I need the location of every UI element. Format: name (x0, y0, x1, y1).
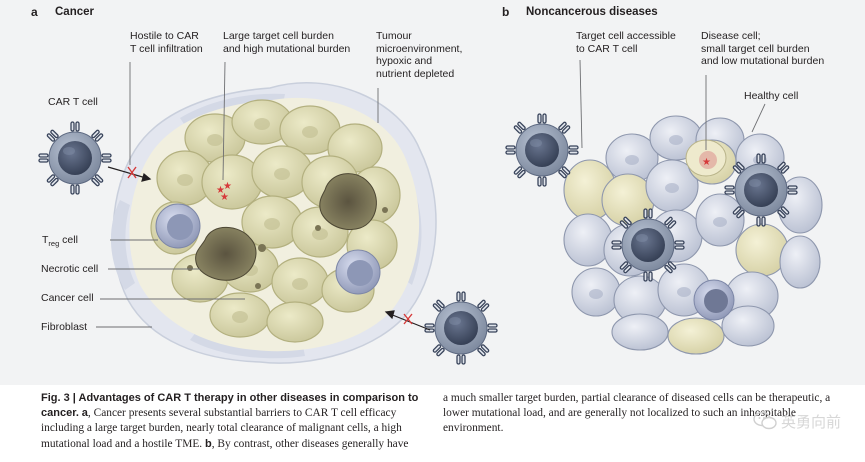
treg-cell (335, 249, 381, 295)
label-treg-cell: Treg cell (42, 234, 78, 251)
figure-illustration: ★★★ (38, 59, 823, 365)
panel-b-title: Noncancerous diseases (526, 6, 658, 18)
label-car-t-cell: CAR T cell (48, 96, 98, 108)
figure-caption-right: a much smaller target burden, partial cl… (443, 392, 831, 435)
label-disease-line-2: small target cell burden (701, 42, 810, 55)
svg-text:★: ★ (223, 181, 232, 192)
leader-lines (96, 61, 379, 328)
label-necrotic-cell: Necrotic cell (41, 263, 99, 275)
caption-a-text: , Cancer presents several substantial ba… (41, 407, 402, 450)
mutation-stars: ★★★ (216, 181, 232, 203)
car-t-cell (424, 291, 498, 365)
label-fibroblast: Fibroblast (41, 321, 88, 333)
label-burden-line-1: Large target cell burden (223, 30, 334, 42)
label-hostile: Hostile to CAR T cell infiltration (130, 30, 203, 55)
panel-a-artwork: ★★★ (38, 61, 498, 365)
disease-cell: ★ (685, 139, 727, 177)
label-tme-line-4: nutrient depleted (376, 67, 455, 80)
treg-cell (155, 203, 201, 249)
watermark-text: 英勇向前 (781, 412, 842, 431)
label-burden-line-2: and high mutational burden (223, 42, 351, 55)
label-disease-line-1: Disease cell; (701, 30, 761, 42)
caption-b-text: , By contrast, other diseases generally … (211, 437, 409, 450)
label-treg-rest: cell (59, 234, 78, 246)
caption-fig-label: Fig. 3 | Advantages of CAR T therapy in … (41, 392, 419, 420)
panel-b-letter: b (502, 5, 510, 19)
label-target-accessible: Target cell accessible to CAR T cell (576, 30, 676, 55)
figure-caption-left: Fig. 3 | Advantages of CAR T therapy in … (41, 391, 429, 452)
panel-b-artwork: ★ (505, 59, 823, 355)
car-t-cell (38, 121, 112, 195)
caption-a-label: a (81, 407, 88, 420)
label-tme-line-2: microenvironment, (376, 42, 463, 55)
treg-like-cell (693, 279, 735, 321)
label-target-burden: Large target cell burden and high mutati… (223, 30, 350, 55)
necrotic-cell (315, 173, 388, 231)
label-disease-line-3: and low mutational burden (701, 55, 825, 67)
label-accessible-line-2: to CAR T cell (576, 42, 638, 55)
label-treg-sub: reg (48, 239, 60, 249)
label-healthy-cell: Healthy cell (744, 90, 799, 102)
label-treg-main: T (42, 234, 49, 246)
figure-panel: ★★★ (0, 0, 865, 385)
svg-text:★: ★ (220, 192, 229, 203)
label-accessible-line-1: Target cell accessible (576, 30, 676, 42)
caption-b-label: b (205, 437, 212, 450)
watermark: 英勇向前 (753, 409, 851, 433)
label-tme-line-1: Tumour (376, 30, 412, 42)
svg-text:★: ★ (216, 185, 225, 196)
label-hostile-line-2: T cell infiltration (130, 42, 203, 55)
label-cancer-cell: Cancer cell (41, 292, 94, 304)
label-tme: Tumour microenvironment, hypoxic and nut… (376, 30, 462, 80)
mutation-star: ★ (702, 157, 711, 168)
block-x-icon (127, 166, 413, 325)
wechat-icon (753, 411, 777, 430)
label-hostile-line-1: Hostile to CAR (130, 30, 199, 42)
panel-a-letter: a (31, 5, 38, 19)
panel-a-title: Cancer (55, 6, 94, 18)
label-tme-line-3: hypoxic and (376, 55, 433, 67)
label-disease-cell: Disease cell; small target cell burden a… (701, 30, 824, 68)
necrotic-cell (187, 226, 266, 289)
leader-lines-b (579, 59, 766, 150)
